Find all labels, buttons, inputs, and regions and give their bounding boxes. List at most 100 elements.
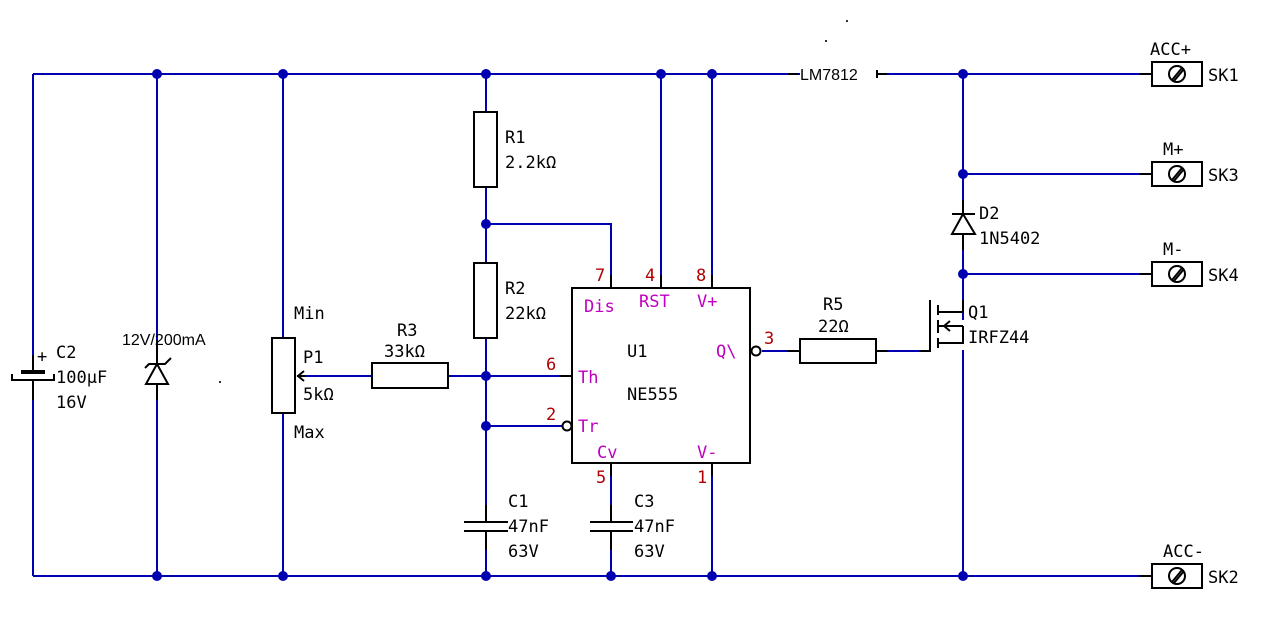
pin-7-number: 7 — [595, 266, 605, 286]
pin-5-number: 5 — [596, 468, 606, 488]
r5-value: 22Ω — [818, 317, 849, 337]
pin-8-number: 8 — [696, 266, 706, 286]
junction-dot — [481, 69, 491, 79]
r5-ref: R5 — [823, 295, 843, 315]
resistor-r5[interactable]: R5 22Ω — [788, 295, 888, 364]
junction-dot — [152, 571, 162, 581]
resistor-r2[interactable]: R2 22kΩ — [473, 262, 546, 339]
tr-inversion-bubble — [561, 420, 573, 432]
capacitor-c2[interactable]: + C2 100µF 16V — [11, 343, 107, 413]
pin-1-number: 1 — [697, 468, 707, 488]
r1-ref: R1 — [505, 128, 525, 148]
connector-sk4[interactable]: M- SK4 — [1140, 240, 1239, 287]
q1-value: IRFZ44 — [968, 328, 1029, 348]
pin-rst-name: RST — [639, 292, 670, 312]
junction-dot — [958, 69, 968, 79]
r2-ref: R2 — [505, 279, 525, 299]
d2-value: 1N5402 — [979, 229, 1040, 249]
regulator-label: LM7812 — [800, 67, 858, 84]
mosfet-q1[interactable]: Q1 IRFZ44 — [920, 300, 1029, 352]
junction-dot — [958, 269, 968, 279]
pot-min-label: Min — [294, 304, 325, 324]
r3-value: 33kΩ — [384, 342, 425, 362]
junctions — [152, 69, 968, 581]
junction-dot — [958, 571, 968, 581]
pot-body — [271, 337, 296, 414]
q1-gate-lead — [920, 300, 931, 352]
q1-source — [938, 326, 964, 344]
pin-vplus-name: V+ — [697, 292, 717, 312]
junction-dot — [278, 69, 288, 79]
regulator-lm7812[interactable]: LM7812 — [788, 67, 887, 84]
c3-value: 47nF — [634, 517, 675, 537]
r5-body — [799, 338, 877, 364]
c2-polarity: + — [37, 347, 47, 367]
junction-dot — [707, 69, 717, 79]
pin-cv-name: Cv — [597, 443, 617, 463]
pin-q-name: Q\ — [716, 342, 736, 362]
dis-wire — [486, 223, 612, 288]
q1-drain — [938, 300, 964, 313]
junction-dot — [481, 421, 491, 431]
q1-arrow — [942, 320, 951, 332]
r2-body — [473, 262, 498, 339]
r2-value: 22kΩ — [505, 304, 546, 324]
pin-vminus-name: V- — [697, 443, 717, 463]
junction-dot — [481, 219, 491, 229]
u1-ref: U1 — [627, 342, 647, 362]
c2-ref: C2 — [56, 343, 76, 363]
junction-dot — [656, 69, 666, 79]
capacitor-c1[interactable]: C1 47nF 63V — [464, 492, 549, 562]
junction-dot — [152, 69, 162, 79]
capacitor-c3[interactable]: C3 47nF 63V — [590, 492, 675, 562]
sk4-label: M- — [1163, 240, 1183, 260]
pin-6-number: 6 — [546, 355, 556, 375]
junction-dot — [958, 169, 968, 179]
pin-tr-name: Tr — [578, 417, 598, 437]
junction-dot — [481, 371, 491, 381]
sk3-label: M+ — [1163, 140, 1183, 160]
q1-ref: Q1 — [968, 303, 988, 323]
sk2-label: ACC- — [1163, 542, 1204, 562]
pin-th-name: Th — [578, 368, 598, 388]
sk4-ref: SK4 — [1208, 266, 1239, 286]
pot-max-label: Max — [294, 423, 325, 443]
connector-sk1[interactable]: ACC+ SK1 — [1140, 40, 1239, 87]
pin-dis-name: Dis — [584, 297, 615, 317]
stray-dot — [825, 40, 827, 42]
c2-rating: 16V — [56, 393, 87, 413]
sk3-ref: SK3 — [1208, 166, 1239, 186]
c3-ref: C3 — [634, 492, 654, 512]
pot-ref: P1 — [303, 348, 323, 368]
sk2-ref: SK2 — [1208, 568, 1239, 588]
c1-ref: C1 — [508, 492, 528, 512]
resistor-r3[interactable]: R3 33kΩ — [371, 321, 449, 389]
connector-sk2[interactable]: ACC- SK2 — [1140, 542, 1239, 589]
sk1-label: ACC+ — [1150, 40, 1191, 60]
r3-body — [371, 362, 449, 389]
junction-dot — [606, 571, 616, 581]
pin-4-number: 4 — [645, 266, 655, 286]
resistor-r1[interactable]: R1 2.2kΩ — [473, 111, 556, 188]
diode-d2[interactable]: D2 1N5402 — [950, 200, 1040, 250]
potentiometer-p1[interactable]: Min P1 5kΩ Max — [271, 304, 334, 443]
c3-rating: 63V — [634, 542, 665, 562]
junction-dot — [481, 571, 491, 581]
junction-dot — [278, 571, 288, 581]
c1-value: 47nF — [508, 517, 549, 537]
zener-diode[interactable]: 12V/200mA — [122, 332, 206, 400]
connector-sk3[interactable]: M+ SK3 — [1140, 140, 1239, 187]
r3-ref: R3 — [397, 321, 417, 341]
d2-triangle — [950, 211, 977, 235]
zener-label: 12V/200mA — [122, 332, 206, 349]
q-inversion-bubble — [750, 345, 762, 357]
pin-3-number: 3 — [764, 329, 774, 349]
junction-dot — [707, 571, 717, 581]
r1-value: 2.2kΩ — [505, 153, 556, 173]
sk1-ref: SK1 — [1208, 66, 1239, 86]
zener-triangle — [144, 361, 170, 385]
ic-u1-ne555[interactable]: 7 4 8 6 2 3 5 1 Dis RST V+ Th Tr Q\ Cv V… — [546, 266, 774, 488]
u1-value: NE555 — [627, 385, 678, 405]
stray-dot — [219, 381, 221, 383]
